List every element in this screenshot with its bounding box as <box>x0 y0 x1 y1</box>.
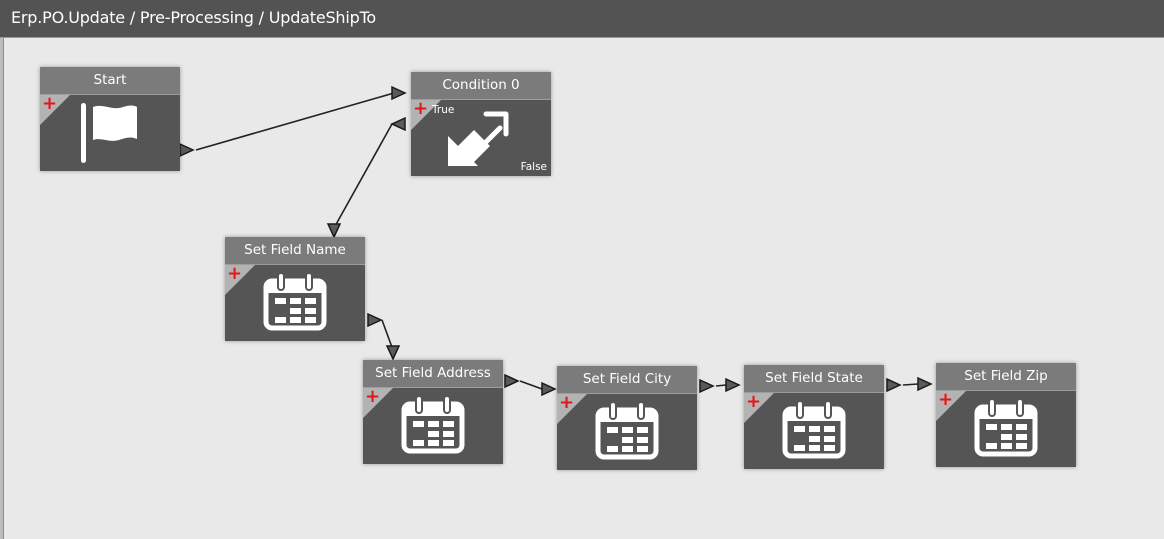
true-branch-label: True <box>432 104 455 116</box>
input-port-icon[interactable] <box>385 345 401 361</box>
wire-start-to-condition[interactable] <box>195 92 395 151</box>
node-title: Start <box>40 67 180 95</box>
node-title: Set Field Name <box>225 237 365 265</box>
calendar-icon <box>594 400 660 464</box>
node-set-field-city[interactable]: Set Field City + <box>557 366 697 470</box>
node-condition-0[interactable]: Condition 0 + True False <box>411 72 551 176</box>
calendar-icon <box>781 399 847 463</box>
panel-splitter[interactable] <box>0 38 4 539</box>
output-port-icon[interactable] <box>504 373 520 389</box>
node-title: Set Field Zip <box>936 363 1076 391</box>
add-icon[interactable]: + <box>227 263 243 284</box>
add-corner[interactable] <box>411 100 441 130</box>
output-port-icon[interactable] <box>886 377 902 393</box>
input-port-icon[interactable] <box>391 85 407 101</box>
add-corner[interactable] <box>936 391 966 421</box>
breadcrumb: Erp.PO.Update / Pre-Processing / UpdateS… <box>11 8 377 27</box>
input-port-icon[interactable] <box>541 381 557 397</box>
add-corner[interactable] <box>557 394 587 424</box>
node-set-field-zip[interactable]: Set Field Zip + <box>936 363 1076 467</box>
node-start[interactable]: Start + <box>40 67 180 171</box>
add-icon[interactable]: + <box>413 98 429 119</box>
input-port-icon[interactable] <box>326 223 342 239</box>
add-corner[interactable] <box>363 388 393 418</box>
wire-address-to-city[interactable] <box>519 380 543 390</box>
wire-state-to-zip[interactable] <box>902 383 919 386</box>
wire-name-to-address[interactable] <box>381 319 394 351</box>
node-set-field-state[interactable]: Set Field State + <box>744 365 884 469</box>
add-icon[interactable]: + <box>42 93 58 114</box>
add-icon[interactable]: + <box>746 391 762 412</box>
condition-arrows-icon <box>448 111 509 166</box>
calendar-icon <box>400 394 466 458</box>
add-corner[interactable] <box>40 95 70 125</box>
add-icon[interactable]: + <box>938 389 954 410</box>
node-title: Condition 0 <box>411 72 551 100</box>
input-port-icon[interactable] <box>725 377 741 393</box>
node-set-field-name[interactable]: Set Field Name + <box>225 237 365 341</box>
add-icon[interactable]: + <box>365 386 381 407</box>
node-title: Set Field State <box>744 365 884 393</box>
title-bar: Erp.PO.Update / Pre-Processing / UpdateS… <box>0 0 1164 38</box>
wire-city-to-state[interactable] <box>715 384 727 387</box>
input-port-icon[interactable] <box>917 376 933 392</box>
wire-condition-true-to-set-field-name[interactable] <box>333 123 393 229</box>
calendar-icon <box>262 271 328 335</box>
flag-icon <box>81 103 137 163</box>
false-branch-label: False <box>520 161 547 173</box>
output-port-icon[interactable] <box>367 312 383 328</box>
output-port-icon[interactable] <box>179 142 195 158</box>
output-port-icon[interactable] <box>699 378 715 394</box>
node-title: Set Field Address <box>363 360 503 388</box>
add-icon[interactable]: + <box>559 392 575 413</box>
calendar-icon <box>973 397 1039 461</box>
node-title: Set Field City <box>557 366 697 394</box>
add-corner[interactable] <box>744 393 774 423</box>
output-port-icon[interactable] <box>390 116 406 132</box>
node-set-field-address[interactable]: Set Field Address + <box>363 360 503 464</box>
add-corner[interactable] <box>225 265 255 295</box>
